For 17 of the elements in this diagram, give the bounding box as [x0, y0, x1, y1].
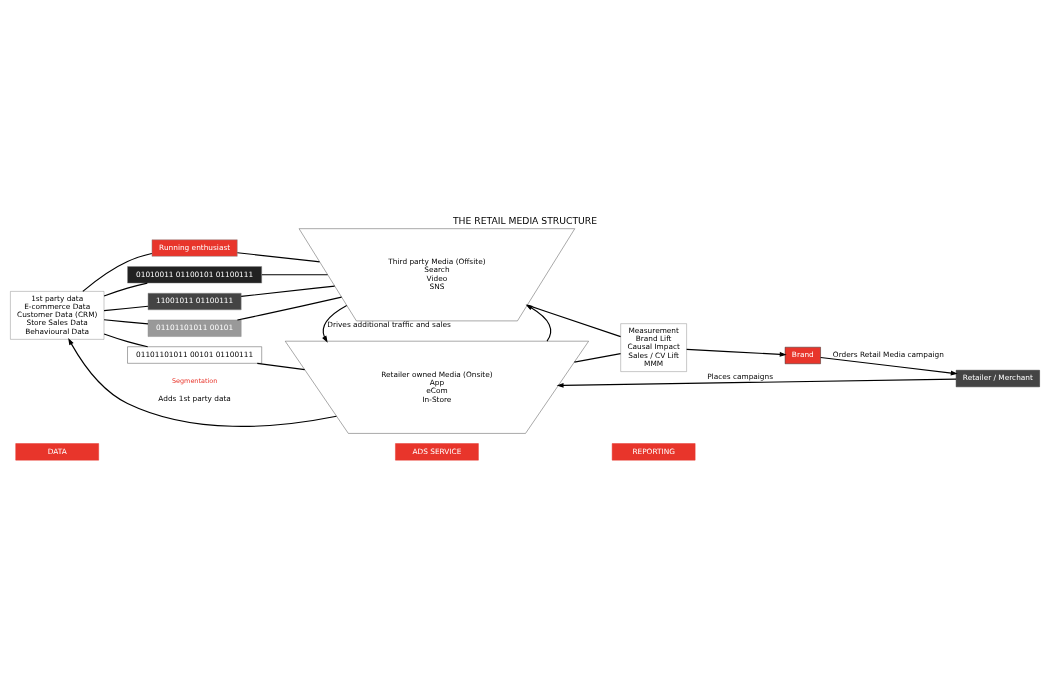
connector [82, 252, 153, 292]
connector [103, 305, 149, 312]
diagram-title: THE RETAIL MEDIA STRUCTURE [452, 215, 598, 227]
connector [103, 319, 149, 325]
arrow [686, 348, 787, 357]
connector [573, 353, 622, 363]
connector [103, 282, 148, 297]
connector [236, 296, 343, 321]
arrow [68, 338, 338, 427]
connector [240, 285, 336, 297]
connector [261, 274, 329, 276]
arrow [820, 356, 958, 376]
arrow [556, 378, 957, 388]
connector [256, 362, 306, 371]
connector [236, 252, 321, 263]
connector [103, 333, 149, 348]
arrow [322, 304, 348, 343]
